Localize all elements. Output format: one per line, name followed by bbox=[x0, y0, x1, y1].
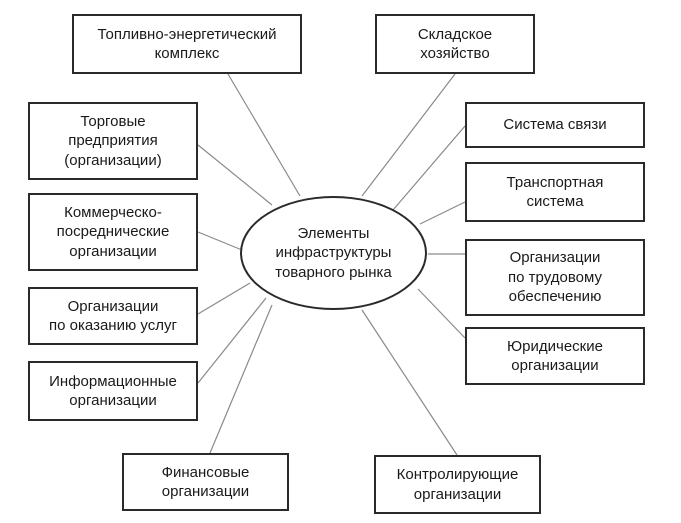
connector-services bbox=[197, 282, 251, 315]
element-fuel-energy-complex: Топливно-энергетический комплекс bbox=[72, 14, 302, 74]
element-legal-organizations: Юридические организации bbox=[465, 327, 645, 385]
connector-comm bbox=[392, 125, 466, 211]
element-warehouse-facilities: Складское хозяйство bbox=[375, 14, 535, 74]
element-trade-enterprises: Торговые предприятия (организации) bbox=[28, 102, 198, 180]
connector-control bbox=[361, 309, 458, 456]
element-service-organizations: Организации по оказанию услуг bbox=[28, 287, 198, 345]
element-financial-organizations: Финансовые организации bbox=[122, 453, 289, 511]
connector-transport bbox=[419, 201, 466, 225]
connector-fuel bbox=[227, 73, 301, 197]
connector-commerce bbox=[197, 231, 243, 251]
element-communication-system: Система связи bbox=[465, 102, 645, 148]
connector-warehouse bbox=[361, 73, 456, 197]
element-information-organizations: Информационные организации bbox=[28, 361, 198, 421]
central-concept-ellipse: Элементы инфраструктуры товарного рынка bbox=[240, 196, 427, 310]
element-transport-system: Транспортная система bbox=[465, 162, 645, 222]
element-control-organizations: Контролирующие организации bbox=[374, 455, 541, 514]
element-commercial-intermediaries: Коммерческо- посреднические организации bbox=[28, 193, 198, 271]
connector-trade bbox=[197, 144, 273, 206]
element-labor-organizations: Организации по трудовому обеспечению bbox=[465, 239, 645, 316]
connector-legal bbox=[417, 288, 466, 339]
connector-info bbox=[197, 297, 267, 384]
connector-finance bbox=[209, 304, 273, 454]
